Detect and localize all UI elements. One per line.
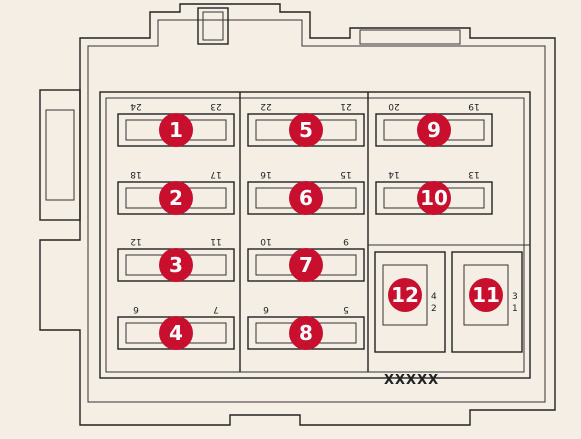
fuse-number-badge: [289, 113, 323, 147]
pin-label: 2: [431, 304, 437, 314]
pin-label: 7: [213, 304, 219, 314]
pin-label: 9: [343, 236, 349, 246]
fuse-number: 10: [420, 186, 448, 210]
fuse-number: 11: [472, 283, 500, 307]
fuse-number: 1: [169, 118, 183, 142]
fuse-3[interactable]: 12 11 3: [117, 236, 235, 282]
fuse-5[interactable]: 22 21 5: [247, 101, 365, 147]
pin-label: 14: [388, 169, 400, 179]
fuse-7[interactable]: 10 9 7: [247, 236, 365, 282]
fuse-2[interactable]: 18 17 2: [117, 169, 235, 215]
fuse-number-badge: [388, 278, 422, 312]
fuse-number-badge: [289, 248, 323, 282]
fuse-number-badge: [289, 316, 323, 350]
relay-slot: [463, 264, 509, 326]
pin-label: 4: [431, 292, 437, 302]
pin-label: 22: [260, 101, 271, 111]
fuse-number-badge: [159, 181, 193, 215]
pin-label: 6: [133, 304, 139, 314]
pin-label: 5: [343, 304, 349, 314]
fuse-number: 5: [299, 118, 313, 142]
relay-holder-12: [374, 251, 446, 353]
relay-holder-11: [451, 251, 523, 353]
pin-label: 6: [263, 304, 269, 314]
fuse-number: 7: [299, 253, 313, 277]
fuse-number-badge: [417, 113, 451, 147]
pin-label: 18: [130, 169, 142, 179]
pin-label: 1: [512, 304, 518, 314]
fuse-number: 2: [169, 186, 183, 210]
pin-label: 10: [260, 236, 272, 246]
fuse-8[interactable]: 6 5 8: [247, 304, 365, 350]
fuse-10[interactable]: 14 13 10: [375, 169, 493, 215]
fuse-number: 9: [427, 118, 441, 142]
pin-label: 13: [468, 169, 479, 179]
pin-label: 20: [388, 101, 400, 111]
pin-label: 19: [468, 101, 480, 111]
fuse-number: 6: [299, 186, 313, 210]
fuse-4[interactable]: 6 7 4: [117, 304, 235, 350]
pin-label: 23: [210, 101, 221, 111]
fuse-number-badge: [159, 248, 193, 282]
pin-label: 3: [512, 292, 518, 302]
fuse-number-badge: [289, 181, 323, 215]
pin-label: 16: [260, 169, 272, 179]
fuse-number-badge: [417, 181, 451, 215]
fuse-number: 8: [299, 321, 313, 345]
pin-label: 17: [210, 169, 221, 179]
fuse-1[interactable]: 24 23 1: [117, 101, 235, 147]
fuse-box-housing: [39, 3, 556, 426]
relay-slot: [382, 264, 428, 326]
fuse-number: 3: [169, 253, 183, 277]
fuse-number: 12: [391, 283, 419, 307]
fuse-number: 4: [169, 321, 183, 345]
pin-label: 21: [340, 101, 351, 111]
fuse-12[interactable]: 4 2 12: [382, 264, 437, 326]
pin-label: 15: [340, 169, 351, 179]
fuse-number-badge: [159, 113, 193, 147]
fuse-9[interactable]: 20 19 9: [375, 101, 493, 147]
fuse-6[interactable]: 16 15 6: [247, 169, 365, 215]
box-code-label: XXXXX: [384, 373, 439, 388]
pin-label: 12: [130, 236, 141, 246]
pin-label: 24: [130, 101, 142, 111]
pin-label: 11: [210, 236, 221, 246]
fuse-number-badge: [159, 316, 193, 350]
fuse-number-badge: [469, 278, 503, 312]
